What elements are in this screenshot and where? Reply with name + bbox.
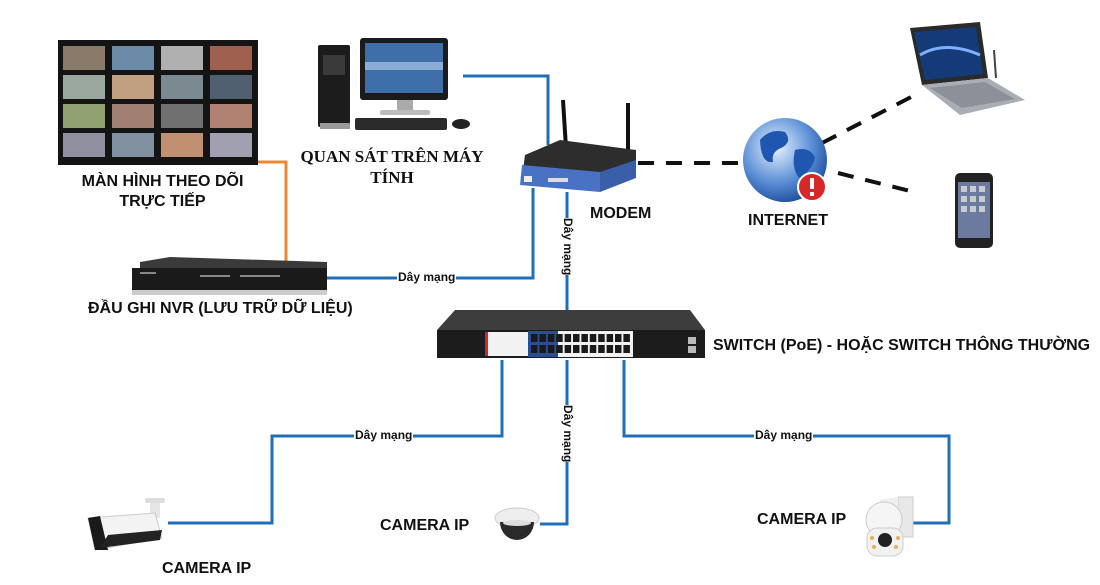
switch-port: [581, 345, 588, 353]
switch-port: [547, 345, 555, 353]
monitor-label-line1: MÀN HÌNH THEO DÕI: [81, 173, 244, 190]
monitor-label: MÀN HÌNH THEO DÕI TRỰC TIẾP: [55, 172, 270, 212]
switch-port: [615, 334, 622, 342]
video-wall-icon: [58, 40, 258, 165]
cable-label-cam-left: Dây mạng: [354, 428, 414, 442]
cable-nvr-modem: [327, 188, 535, 280]
switch-label: SWITCH (PoE) - HOẶC SWITCH THÔNG THƯỜNG: [713, 337, 1091, 354]
video-tile: [112, 133, 154, 157]
laptop-icon: [910, 22, 1025, 115]
switch-port: [556, 334, 563, 342]
switch-port: [606, 334, 614, 342]
switch-port: [623, 345, 630, 353]
video-tile: [161, 75, 203, 99]
cable-switch-ptz-camera: [622, 360, 951, 525]
switch-port: [573, 345, 580, 353]
dome-camera-icon: [494, 507, 540, 540]
monitor-label-line2: TRỰC TIẾP: [119, 193, 206, 210]
video-tile: [210, 46, 252, 70]
wireless-internet-phone: [837, 171, 919, 195]
switch-port: [573, 334, 580, 342]
desktop-computer-icon: [318, 38, 470, 130]
wireless-internet-laptop: [821, 93, 916, 145]
camera-dome-label: CAMERA IP: [380, 517, 470, 534]
video-tile: [161, 133, 203, 157]
computer-label: QUAN SÁT TRÊN MÁY TÍNH: [292, 146, 492, 188]
switch-port: [589, 345, 597, 353]
computer-label-line1: QUAN SÁT TRÊN MÁY: [300, 147, 484, 166]
video-tile: [161, 104, 203, 128]
cable-label-modem-switch: Dây mạng: [560, 218, 576, 276]
camera-bullet-label: CAMERA IP: [162, 560, 252, 577]
switch-port: [547, 334, 555, 342]
switch-port: [539, 334, 546, 342]
smartphone-icon: [955, 173, 993, 248]
switch-port: [556, 345, 563, 353]
video-tile: [63, 75, 105, 99]
globe-alert-icon: [743, 118, 827, 202]
bullet-camera-icon: [87, 498, 165, 551]
switch-port: [598, 345, 605, 353]
switch-port: [564, 345, 572, 353]
video-tile: [210, 75, 252, 99]
switch-port: [564, 334, 572, 342]
switch-port: [531, 345, 538, 353]
switch-port: [531, 334, 538, 342]
switch-port: [606, 345, 614, 353]
ptz-camera-icon: [865, 496, 914, 557]
video-cable-monitor-nvr: [258, 160, 288, 262]
switch-port: [615, 345, 622, 353]
video-tile: [112, 46, 154, 70]
modem-label: MODEM: [590, 205, 652, 222]
poe-switch-icon: [437, 310, 705, 358]
video-tile: [112, 104, 154, 128]
nvr-recorder-icon: [132, 257, 327, 295]
cable-label-cam-mid: Dây mạng: [560, 405, 576, 463]
cable-label-nvr: Dây mạng: [397, 270, 457, 284]
video-tile: [63, 46, 105, 70]
video-tile: [63, 133, 105, 157]
computer-label-line2: TÍNH: [370, 168, 414, 187]
switch-port: [598, 334, 605, 342]
internet-label: INTERNET: [748, 212, 828, 229]
camera-ptz-label: CAMERA IP: [757, 511, 847, 528]
cable-computer-modem: [463, 74, 550, 145]
video-tile: [210, 104, 252, 128]
switch-port: [581, 334, 588, 342]
switch-port: [539, 345, 546, 353]
video-tile: [63, 104, 105, 128]
switch-port: [589, 334, 597, 342]
wireless-router-icon: [520, 99, 636, 192]
cable-switch-bullet-camera: [168, 360, 504, 525]
switch-port: [623, 334, 630, 342]
cable-label-cam-right: Dây mạng: [754, 428, 814, 442]
video-tile: [210, 133, 252, 157]
nvr-label: ĐẦU GHI NVR (LƯU TRỮ DỮ LIỆU): [88, 300, 353, 317]
video-tile: [112, 75, 154, 99]
video-tile: [161, 46, 203, 70]
